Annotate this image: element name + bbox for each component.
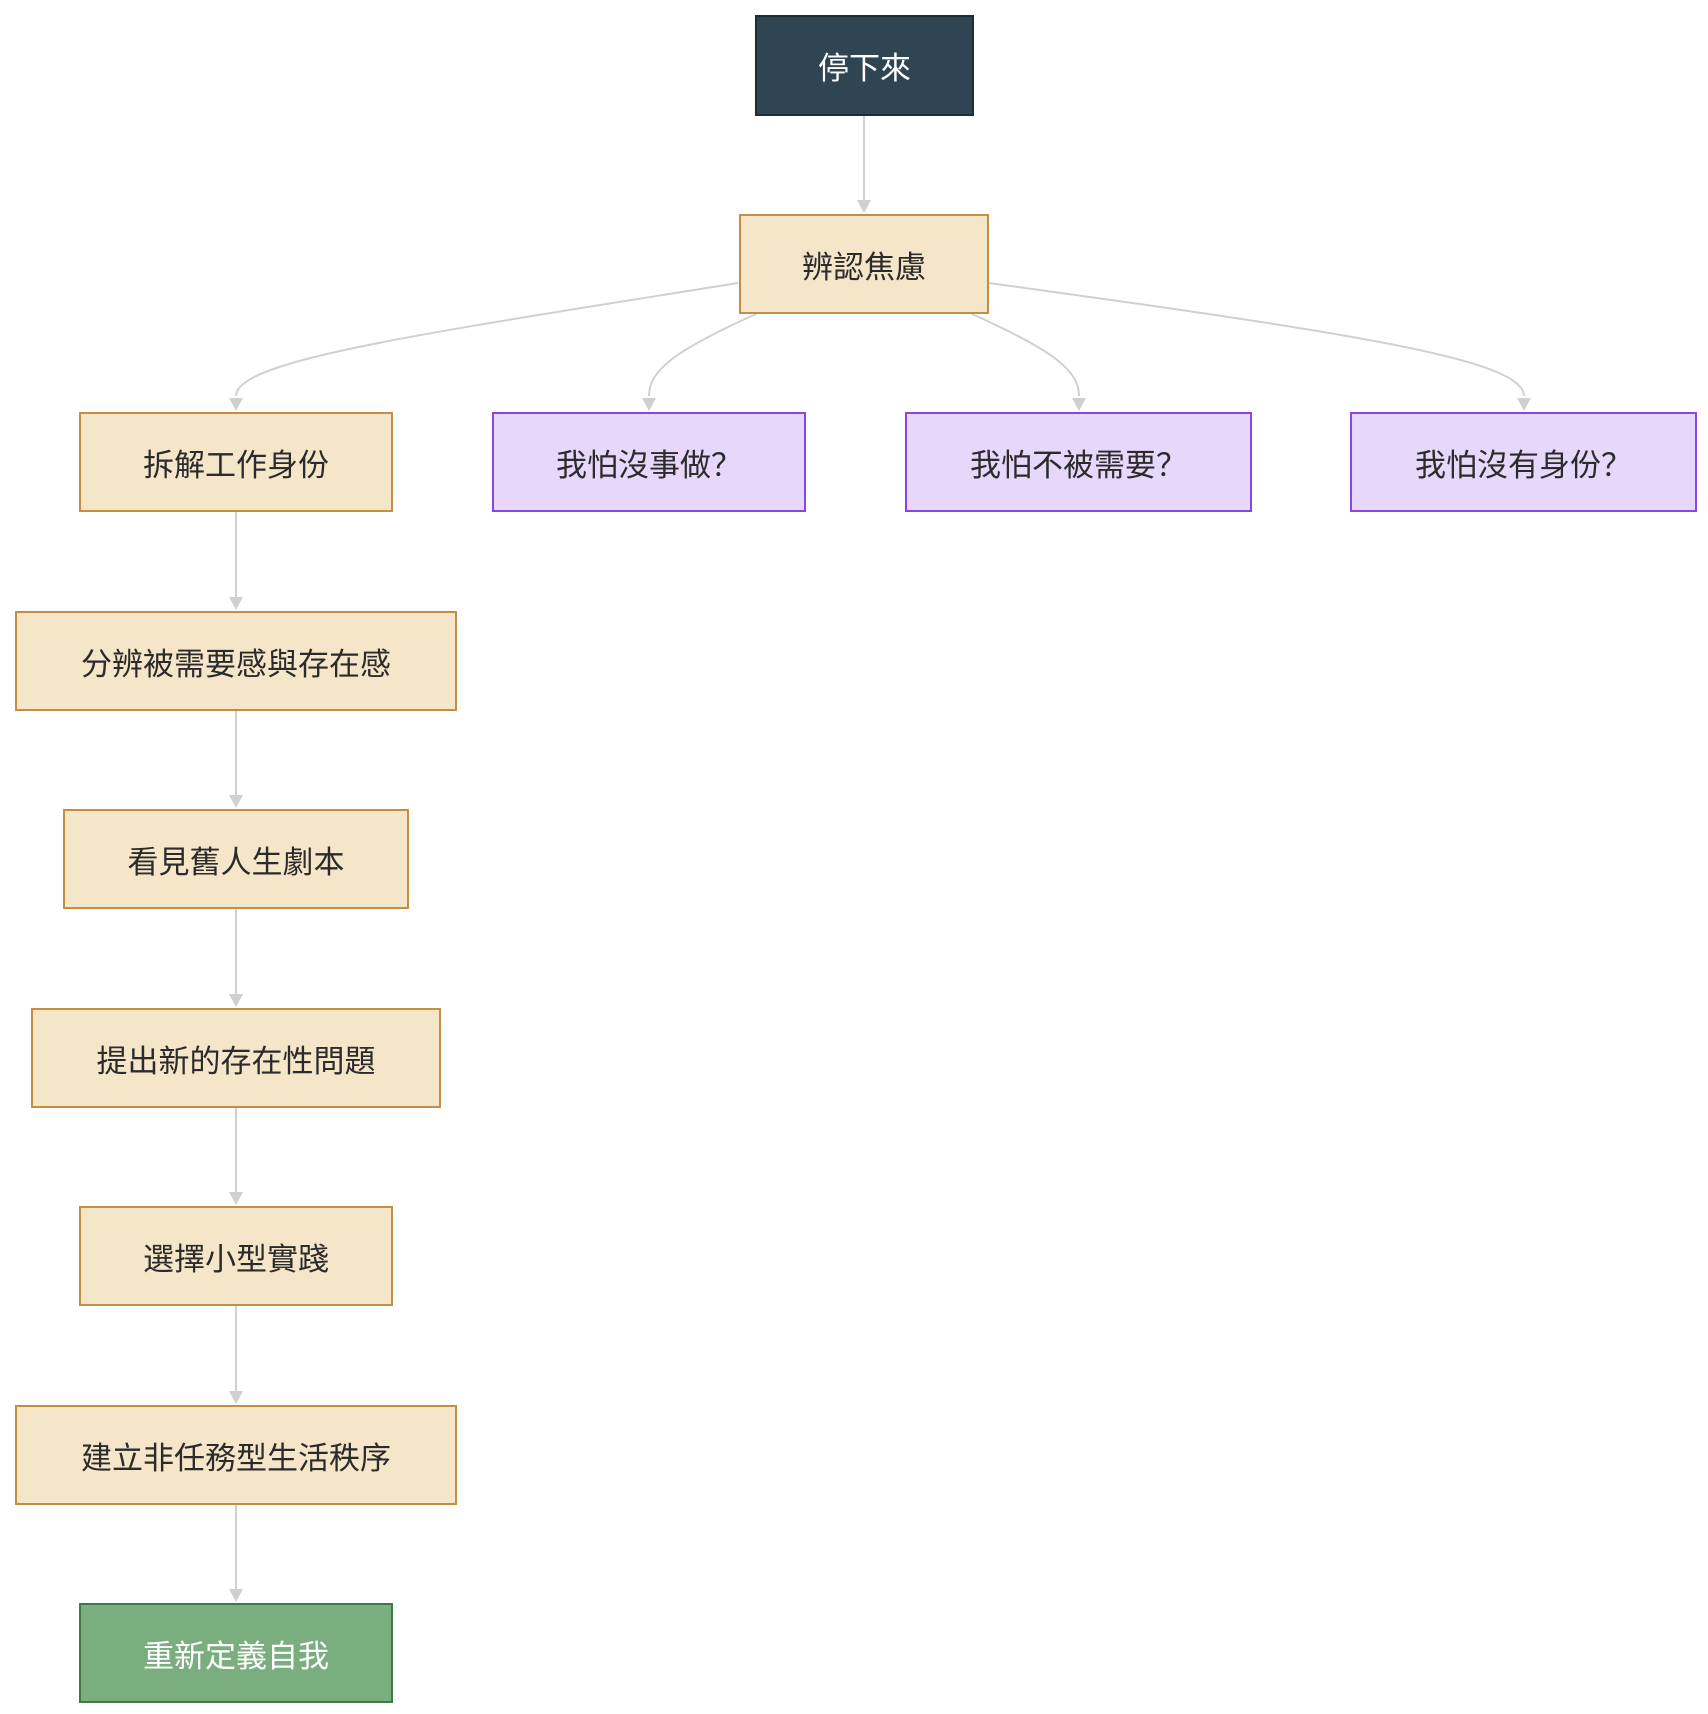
arrowhead (229, 398, 243, 411)
node-see-old-script: 看見舊人生劇本 (63, 809, 409, 909)
arrowhead (229, 795, 243, 808)
node-label: 拆解工作身份 (143, 447, 329, 484)
arrowhead (229, 994, 243, 1007)
arrowhead (229, 1192, 243, 1205)
edge-identify-to-fear-nothing (648, 313, 757, 397)
node-label: 看見舊人生劇本 (127, 844, 345, 881)
node-fear-no-identity: 我怕沒有身份？ (1350, 412, 1697, 512)
node-label: 我怕沒有身份？ (1415, 447, 1632, 484)
edge-identify-to-fear-not-needed (971, 313, 1080, 397)
node-fear-nothing-to-do: 我怕沒事做？ (492, 412, 806, 512)
node-label: 辨認焦慮 (802, 249, 926, 286)
node-identify-anxiety: 辨認焦慮 (739, 214, 989, 314)
node-redefine-self: 重新定義自我 (79, 1603, 393, 1703)
node-label: 我怕沒事做？ (556, 447, 742, 484)
node-dismantle-identity: 拆解工作身份 (79, 412, 393, 512)
node-label: 分辨被需要感與存在感 (81, 646, 391, 683)
arrowhead (1072, 398, 1086, 411)
node-label: 我怕不被需要？ (970, 447, 1187, 484)
node-label: 重新定義自我 (143, 1638, 329, 1675)
node-fear-not-needed: 我怕不被需要？ (905, 412, 1252, 512)
node-build-order: 建立非任務型生活秩序 (15, 1405, 457, 1505)
arrowhead (1517, 398, 1531, 411)
node-distinguish: 分辨被需要感與存在感 (15, 611, 457, 711)
node-small-practice: 選擇小型實踐 (79, 1206, 393, 1306)
edge-identify-to-fear-no-identity (988, 282, 1525, 397)
arrowhead (857, 200, 871, 213)
edge-identify-to-dismantle (235, 282, 739, 397)
node-label: 提出新的存在性問題 (96, 1043, 376, 1080)
node-new-questions: 提出新的存在性問題 (31, 1008, 441, 1108)
arrowhead (642, 398, 656, 411)
node-label: 選擇小型實踐 (143, 1241, 329, 1278)
arrowhead (229, 1589, 243, 1602)
node-stop: 停下來 (755, 15, 974, 116)
arrowhead (229, 1391, 243, 1404)
node-label: 建立非任務型生活秩序 (81, 1440, 391, 1477)
arrowhead (229, 597, 243, 610)
node-label: 停下來 (818, 51, 911, 87)
